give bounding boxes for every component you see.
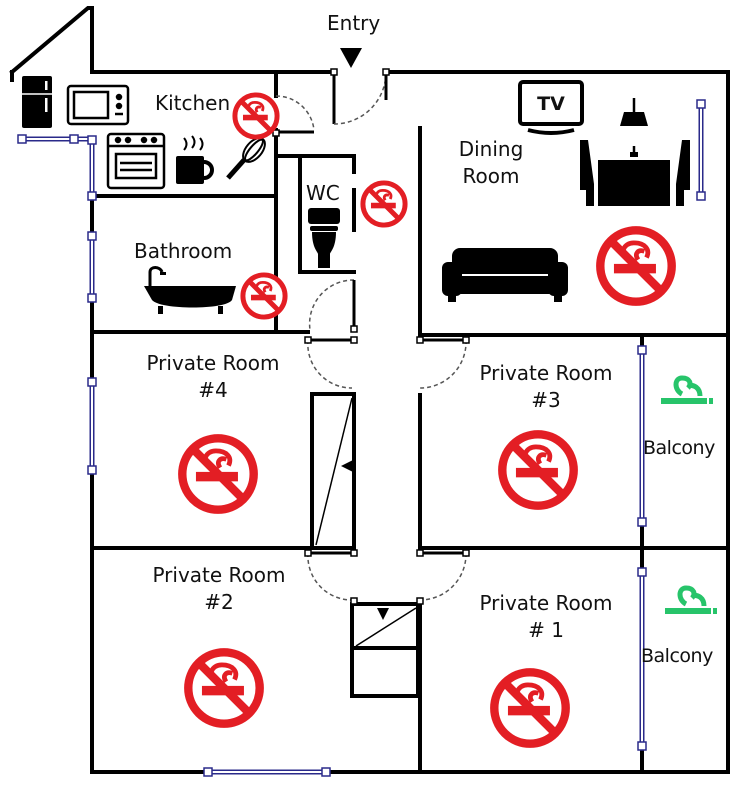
door-hinges — [272, 68, 470, 605]
tv-label: TV — [537, 93, 565, 115]
no-smoking-icon — [188, 652, 259, 723]
private-room-1-label-line1: Private Room — [479, 591, 613, 615]
private-room-1-label: Private Room # 1 — [461, 590, 631, 644]
private-room-2-label-line2: #2 — [204, 590, 234, 614]
dining-table-icon — [580, 98, 690, 206]
dining-room-label: Dining Room — [446, 136, 536, 190]
private-room-4-label-line2: #4 — [198, 378, 228, 402]
private-room-3-label-line1: Private Room — [479, 361, 613, 385]
entry-label: Entry — [327, 11, 381, 35]
private-room-2-label: Private Room #2 — [134, 562, 304, 616]
fridge-icon — [22, 76, 52, 128]
staircase — [310, 392, 420, 698]
no-smoking-icon — [502, 434, 573, 505]
toilet-icon — [308, 208, 340, 268]
private-room-4-label: Private Room #4 — [128, 350, 298, 404]
sofa-icon — [442, 248, 568, 302]
no-smoking-icon — [243, 275, 285, 317]
private-room-3-label: Private Room #3 — [461, 360, 631, 414]
no-smoking-icon — [363, 183, 405, 225]
smoking-area-icon — [665, 588, 717, 614]
private-room-4-label-line1: Private Room — [146, 351, 280, 375]
no-smoking-icon — [600, 230, 671, 301]
windows — [17, 99, 706, 777]
kitchen-label: Kitchen — [155, 91, 231, 115]
tv-icon — [518, 80, 584, 135]
microwave-icon — [66, 84, 130, 126]
stove-icon — [106, 132, 166, 190]
whisk-icon — [226, 137, 266, 180]
private-room-3-label-line2: #3 — [531, 388, 561, 412]
entry-arrow-icon — [340, 48, 362, 68]
wc-label: WC — [306, 181, 340, 205]
private-room-1-label-line2: # 1 — [528, 618, 564, 642]
bathtub-icon — [144, 266, 236, 314]
no-smoking-icon — [235, 95, 277, 137]
balcony-lower-label: Balcony — [641, 645, 713, 667]
hot-mug-icon — [176, 135, 214, 184]
smoking-area-icon — [661, 378, 713, 404]
dining-room-label-line2: Room — [462, 164, 520, 188]
bathroom-label: Bathroom — [134, 239, 233, 263]
no-smoking-icon — [494, 672, 565, 743]
private-room-2-label-line1: Private Room — [152, 563, 286, 587]
doors — [275, 71, 467, 601]
balcony-upper-label: Balcony — [643, 437, 715, 459]
dining-room-label-line1: Dining — [458, 137, 524, 161]
no-smoking-icon — [182, 438, 253, 509]
